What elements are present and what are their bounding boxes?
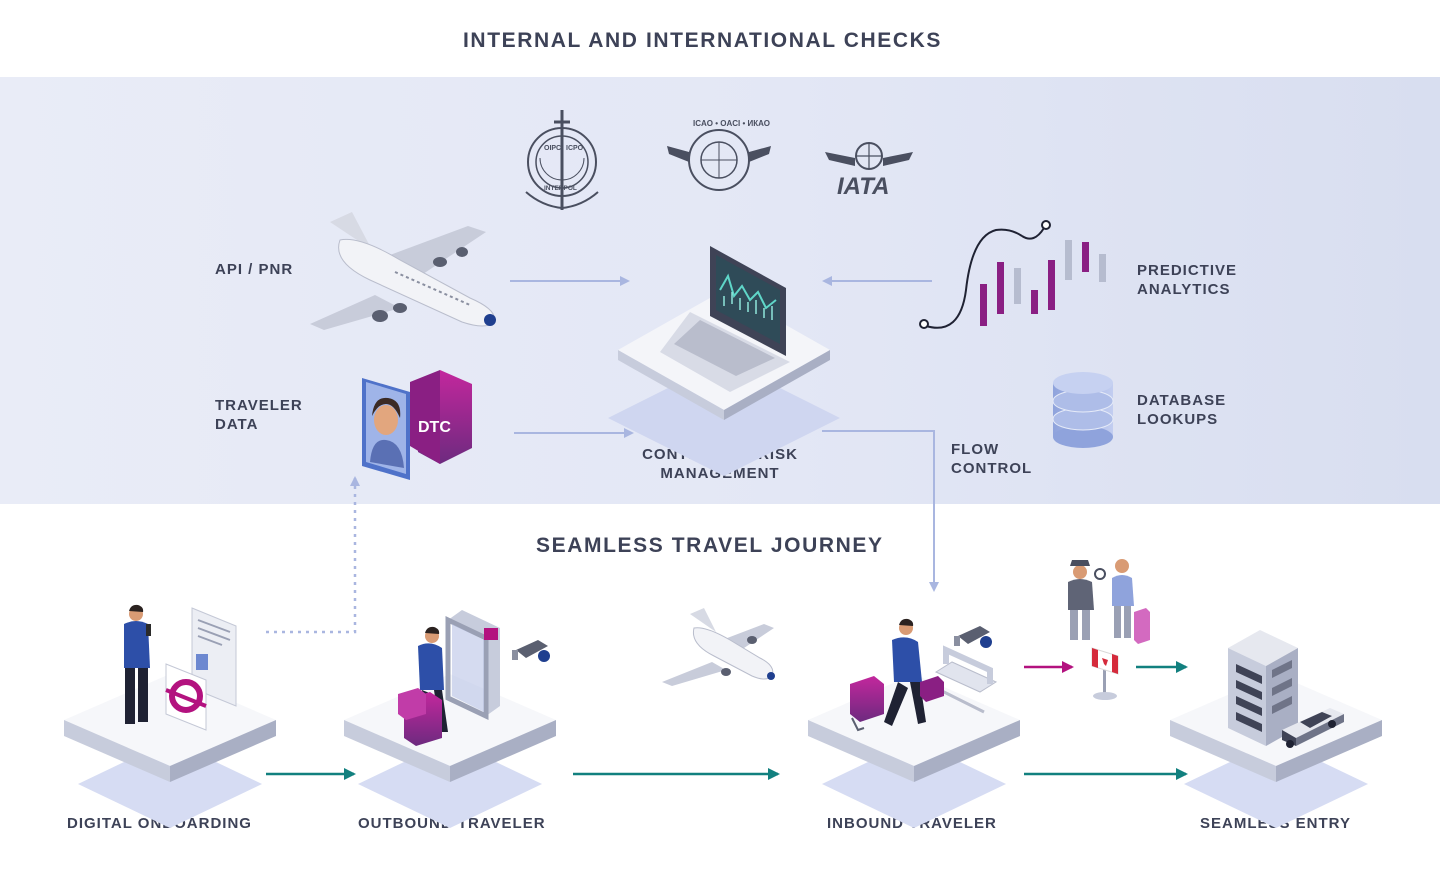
svg-text:DTC: DTC <box>418 419 451 436</box>
platform-outbound-traveler <box>344 674 556 828</box>
seats-icon <box>934 645 998 714</box>
officer-icon <box>1068 560 1106 640</box>
candlestick-chart-icon <box>919 220 1106 329</box>
person-onboarding-icon <box>124 604 151 724</box>
laptop-icon <box>608 246 840 476</box>
id-card-icon <box>165 607 237 731</box>
iata-logo: IATA <box>825 142 913 200</box>
camera-icon <box>512 640 550 662</box>
stage-label-digital-onboarding: DIGITAL ONBOARDING <box>67 815 252 832</box>
building-icon <box>1228 630 1298 746</box>
security-gate-icon <box>445 610 500 720</box>
arrow-flow-control <box>822 430 939 592</box>
airplane-icon <box>310 212 496 330</box>
platform-inbound-traveler <box>808 674 1020 828</box>
internal-checks-title: INTERNAL AND INTERNATIONAL CHECKS <box>463 29 943 52</box>
dtc-shield-icon: DTC <box>410 370 472 464</box>
car-icon <box>1282 708 1344 748</box>
svg-text:IATA: IATA <box>837 173 889 200</box>
person-inbound-icon <box>884 618 926 726</box>
icao-logo: ICAO • OACI • ИКАО <box>667 119 771 191</box>
passport-icon <box>362 378 410 480</box>
arrow-onboarding-to-traveler-data <box>266 476 360 634</box>
svg-text:INTERPOL: INTERPOL <box>544 185 577 192</box>
database-icon <box>1052 372 1114 448</box>
journey-title: SEAMLESS TRAVEL JOURNEY <box>536 534 884 557</box>
camera-inbound-icon <box>954 626 992 648</box>
luggage-inbound-icon <box>850 676 944 732</box>
flag-icon <box>1091 647 1119 700</box>
api-pnr-label: API / PNR <box>215 261 294 278</box>
interpol-logo: OIPC ICPO INTERPOL <box>525 110 599 210</box>
traveler-border-icon <box>1112 559 1150 644</box>
svg-text:OIPC: OIPC <box>544 145 561 152</box>
luggage-outbound-icon <box>398 688 442 746</box>
svg-text:ICAO • OACI • ИКАО: ICAO • OACI • ИКАО <box>693 119 770 128</box>
small-airplane-icon <box>662 608 775 686</box>
svg-text:ICPO: ICPO <box>566 145 584 152</box>
